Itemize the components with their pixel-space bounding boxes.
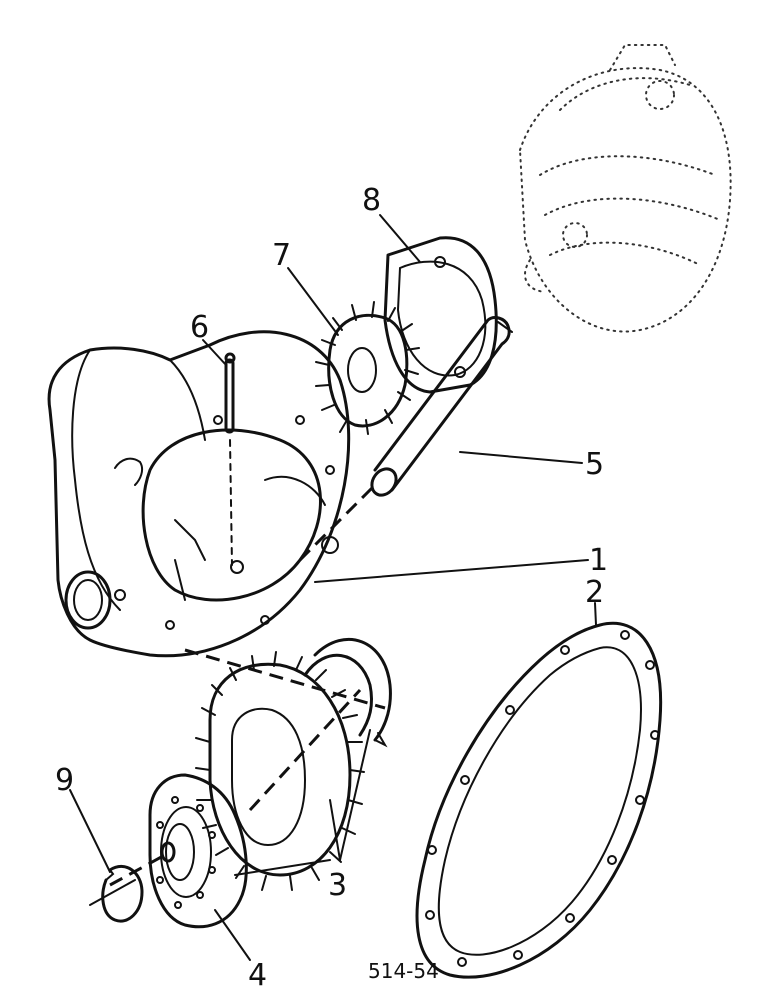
callout-8: 8 [362,183,381,218]
part-6-pin [224,352,236,566]
part-4-bearing [109,773,248,929]
part-9-snap-ring [89,864,144,923]
callout-3: 3 [328,868,347,903]
callout-9: 9 [55,763,74,798]
figure-code: 514-54 [368,959,439,983]
callout-7: 7 [272,238,291,273]
reference-assembly-dotted [518,44,732,333]
callout-6: 6 [190,310,209,345]
part-8-gasket-plate [383,236,498,394]
part-3-gear-and-ring [195,637,392,891]
part-2-gasket-ring [415,621,663,979]
part-7-small-gear [315,301,420,435]
part-1-housing [47,330,386,710]
callout-1: 1 [589,543,608,578]
callout-4: 4 [248,958,267,993]
callout-5: 5 [585,447,604,482]
leader-lines [69,214,597,961]
callout-2: 2 [585,575,604,610]
part-5-shaft [298,316,513,562]
